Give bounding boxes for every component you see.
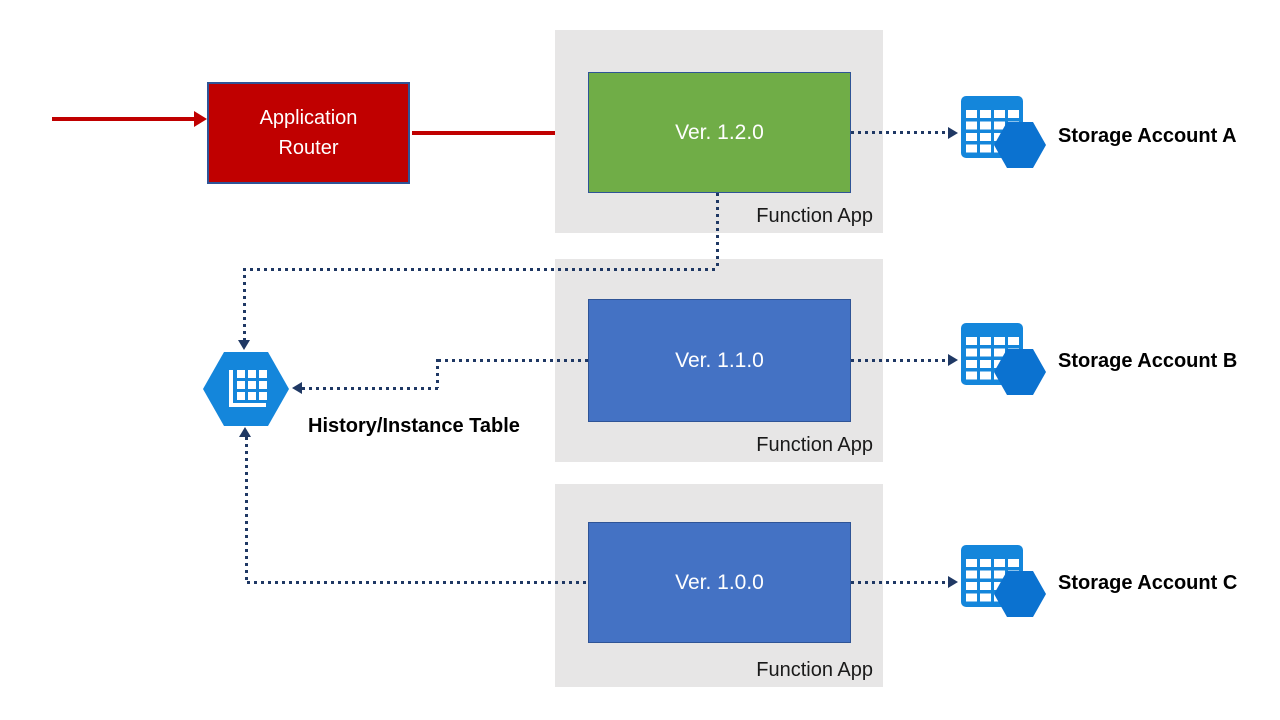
v110-to-history-line-out: [438, 359, 588, 362]
table-storage-icon-b: [960, 322, 1048, 398]
function-app-container-3: Ver. 1.0.0 Function App: [555, 484, 883, 687]
v110-to-storage-b-line: [851, 359, 948, 362]
v100-to-history-arrowhead: [239, 427, 251, 437]
storage-account-c-label: Storage Account C: [1058, 572, 1238, 594]
application-router-box: Application Router: [207, 82, 410, 184]
table-storage-icon-c: [960, 544, 1048, 620]
v110-to-storage-b-arrowhead: [948, 354, 958, 366]
v120-to-history-arrowhead: [238, 340, 250, 350]
table-storage-icon-a: [960, 95, 1048, 171]
history-table-label: History/Instance Table: [308, 415, 520, 437]
history-table-hexagon-icon: [203, 351, 289, 427]
v120-to-storage-a-line: [851, 131, 948, 134]
v110-to-history-line-in: [302, 387, 439, 390]
version-box-110: Ver. 1.1.0: [588, 299, 851, 422]
v100-to-storage-c-line: [851, 581, 948, 584]
function-app-label-1: Function App: [756, 205, 873, 227]
v100-to-history-line-out: [247, 581, 588, 584]
version-box-100: Ver. 1.0.0: [588, 522, 851, 643]
v100-to-storage-c-arrowhead: [948, 576, 958, 588]
function-app-label-2: Function App: [756, 434, 873, 456]
incoming-request-arrow: [52, 117, 195, 121]
function-app-label-3: Function App: [756, 659, 873, 681]
v120-to-history-line-across: [243, 268, 719, 271]
version-label-110: Ver. 1.1.0: [675, 348, 764, 372]
v120-to-history-line-drop: [243, 268, 246, 340]
storage-account-a-label: Storage Account A: [1058, 125, 1237, 147]
incoming-request-arrowhead: [194, 111, 207, 127]
function-app-container-1: Ver. 1.2.0 Function App: [555, 30, 883, 233]
v120-to-history-line-down: [716, 193, 719, 270]
v110-to-history-line-step: [436, 359, 439, 388]
router-to-v120-arrow: [412, 131, 576, 135]
v100-to-history-line-up: [245, 437, 248, 583]
application-router-label: Application Router: [259, 107, 358, 159]
version-box-120: Ver. 1.2.0: [588, 72, 851, 193]
version-label-100: Ver. 1.0.0: [675, 570, 764, 594]
version-label-120: Ver. 1.2.0: [675, 120, 764, 144]
v120-to-storage-a-arrowhead: [948, 127, 958, 139]
function-app-container-2: Ver. 1.1.0 Function App: [555, 259, 883, 462]
storage-account-b-label: Storage Account B: [1058, 350, 1238, 372]
v110-to-history-arrowhead: [292, 382, 302, 394]
